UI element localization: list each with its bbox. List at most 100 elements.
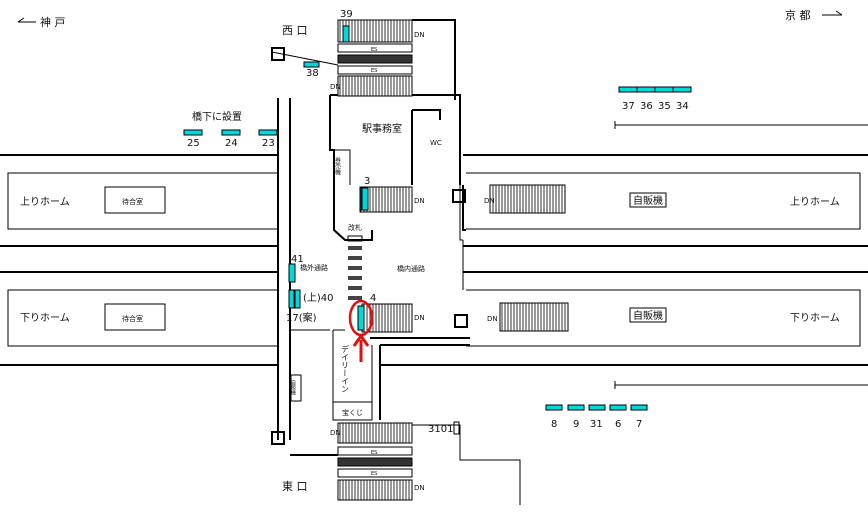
- vending-label: 自販機: [290, 379, 296, 396]
- east-exit-label: 東 口: [282, 480, 308, 493]
- waiting-room: [104, 186, 166, 214]
- ad-spot-34[interactable]: [672, 86, 692, 93]
- ad-spot-31[interactable]: [588, 404, 606, 411]
- inside-passage-label: 橋内通路: [397, 264, 425, 273]
- ad-label: 34: [676, 101, 689, 112]
- stairs: [359, 186, 413, 213]
- ad-label: 8: [551, 419, 557, 430]
- ad-label: 7: [636, 419, 642, 430]
- vending-label: 自販機: [633, 309, 663, 322]
- east-exit-stairs: ES ES DN DN 東 口: [282, 422, 425, 501]
- ad-spot-38[interactable]: [303, 61, 320, 68]
- stairs: [499, 302, 569, 332]
- platform-label: 上りホーム: [20, 196, 70, 208]
- waiting-room-label: 待合室: [122, 197, 143, 206]
- ad-label: 31: [590, 419, 603, 430]
- lottery-label: 宝くじ: [342, 408, 363, 417]
- ad-label: 23: [262, 138, 275, 149]
- ticket-gates: [347, 235, 363, 300]
- direction-west: 神 戸: [17, 15, 66, 29]
- ad-spot-25[interactable]: [183, 129, 203, 136]
- ad-label: 3: [364, 176, 370, 187]
- direction-west-label: 神 戸: [40, 15, 66, 29]
- track-lines: [0, 121, 868, 389]
- ad-spot-37[interactable]: [618, 86, 638, 93]
- dn-label: DN: [330, 429, 341, 437]
- vending-machine: [629, 307, 667, 323]
- platform-label: 下りホーム: [790, 312, 840, 324]
- ad-label: 41: [291, 254, 304, 265]
- dn-label: DN: [487, 315, 498, 323]
- es-label: ES: [371, 47, 377, 53]
- ad-label: 25: [187, 138, 200, 149]
- dn-label: DN: [484, 197, 495, 205]
- ad-spot-39[interactable]: [342, 25, 350, 43]
- waiting-room: [104, 303, 166, 331]
- stairs: [489, 184, 566, 214]
- elevator: [271, 431, 285, 445]
- dn-label: DN: [414, 31, 425, 39]
- ad-spot-23[interactable]: [258, 129, 278, 136]
- waiting-room-label: 待合室: [122, 314, 143, 323]
- ad-spot-6[interactable]: [609, 404, 627, 411]
- ad-spot-7[interactable]: [630, 404, 648, 411]
- es-label: ES: [371, 68, 377, 74]
- ad-spot-40[interactable]: [294, 289, 301, 309]
- ad-spot-3[interactable]: [361, 187, 369, 211]
- platform-down-right: DN 自販機 下りホーム: [466, 289, 861, 347]
- highlight-marker: [348, 299, 374, 362]
- ad-label: 17(案): [286, 311, 317, 324]
- daily-in-label: デイリーイン: [341, 344, 350, 393]
- outside-passage: 自販機 橋外通路: [271, 47, 339, 456]
- es-label: ES: [371, 471, 377, 477]
- gate-label: 改札: [348, 223, 362, 232]
- ad-label: (上)40: [303, 292, 334, 304]
- ad-label: 3101: [428, 424, 453, 435]
- ad-spot-41[interactable]: [288, 263, 296, 283]
- vending-machine: [629, 192, 667, 208]
- dn-label: DN: [414, 314, 425, 322]
- ad-label: 39: [340, 9, 353, 20]
- elevator: [452, 189, 466, 203]
- elevator: [454, 314, 468, 328]
- ticket-machine-label: 券売機: [334, 156, 341, 176]
- west-exit-label: 西 口: [282, 24, 308, 37]
- ad-label: 35: [658, 101, 671, 112]
- direction-east: 京 都: [785, 8, 843, 22]
- platform-label: 下りホーム: [20, 312, 70, 324]
- ad-spot-35[interactable]: [654, 86, 674, 93]
- ad-spot-17[interactable]: [288, 289, 295, 309]
- platform-down-left: 下りホーム 待合室: [7, 289, 279, 347]
- elevator: [271, 47, 285, 61]
- station-office-label: 駅事務室: [362, 122, 402, 135]
- under-bridge-note: 橋下に設置: [192, 110, 242, 123]
- ad-spot-24[interactable]: [221, 129, 241, 136]
- dn-label: DN: [330, 83, 341, 91]
- vending-label: 自販機: [633, 194, 663, 207]
- ad-spot-9[interactable]: [567, 404, 585, 411]
- platform-label: 上りホーム: [790, 196, 840, 208]
- ad-label: 24: [225, 138, 238, 149]
- outside-passage-label: 橋外通路: [300, 263, 328, 272]
- ad-label: 9: [573, 419, 579, 430]
- platform-up-right: DN 自販機 上りホーム: [466, 172, 861, 230]
- lottery-booth: [332, 401, 373, 421]
- dn-label: DN: [414, 197, 425, 205]
- ad-label: 37: [622, 101, 635, 112]
- ad-label: 38: [306, 68, 319, 79]
- ad-label: 6: [615, 419, 621, 430]
- west-exit-stairs: ES ES DN DN 西 口: [282, 19, 456, 100]
- es-label: ES: [371, 450, 377, 456]
- ad-label: 36: [640, 101, 653, 112]
- vending-machine-small: [290, 374, 302, 402]
- wc-label: WC: [430, 139, 442, 147]
- ad-spots: 橋下に設置 25 24 23 37 36 35 34 8 9 31 6 7 38…: [183, 9, 692, 435]
- ad-spot-36[interactable]: [636, 86, 656, 93]
- ad-label: 4: [370, 293, 376, 304]
- ad-spot-4[interactable]: [357, 305, 365, 331]
- platform-up-left: 上りホーム 待合室: [7, 172, 279, 230]
- direction-east-label: 京 都: [785, 8, 811, 22]
- ad-spot-8[interactable]: [545, 404, 563, 411]
